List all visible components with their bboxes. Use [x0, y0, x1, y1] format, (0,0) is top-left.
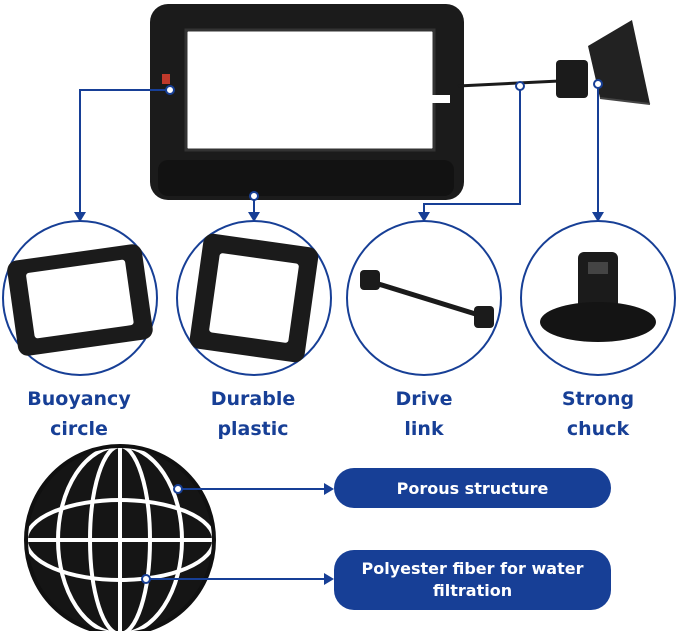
callout-text: filtration — [432, 581, 513, 600]
square-ring-icon — [7, 244, 153, 356]
feature-circle-buoyancy — [2, 220, 158, 376]
feature-label-buoyancy: Buoyancy circle — [4, 384, 154, 444]
feature-label-line: chuck — [566, 418, 630, 440]
feature-circle-chuck — [520, 220, 676, 376]
callout-text: Porous structure — [396, 478, 549, 498]
callout-dots — [165, 79, 603, 201]
bottom-callout-lines — [146, 488, 326, 580]
drive-link-rod-icon — [360, 270, 494, 328]
bottom-callout-arrowheads — [324, 483, 334, 585]
feature-label-drive-link: Drive link — [349, 384, 499, 444]
feature-label-line: plastic — [217, 418, 289, 440]
callout-connector-lines — [79, 84, 599, 214]
callout-polyester-fiber: Polyester fiber for water filtration — [334, 550, 611, 610]
feature-label-line: circle — [50, 418, 108, 440]
suction-cup-icon — [540, 252, 656, 342]
feeding-ring-product-image — [150, 4, 464, 200]
feature-label-line: link — [404, 418, 444, 440]
square-ring-icon — [189, 233, 319, 363]
callout-porous-structure: Porous structure — [334, 468, 611, 508]
feature-label-chuck: Strong chuck — [523, 384, 673, 444]
feature-circle-durable — [176, 220, 332, 376]
bio-ball-product-image — [24, 444, 216, 631]
callout-arrowheads — [74, 212, 604, 222]
callout-text: Polyester fiber for water — [361, 559, 584, 578]
bottom-callout-dots — [141, 484, 183, 584]
drive-link-and-chuck-image — [457, 20, 651, 105]
feature-label-line: Buoyancy — [27, 388, 131, 410]
feature-circle-drive-link — [346, 220, 502, 376]
feature-label-line: Drive — [395, 388, 453, 410]
feature-label-line: Durable — [210, 388, 296, 410]
feature-label-line: Strong — [561, 388, 635, 410]
feature-label-durable: Durable plastic — [178, 384, 328, 444]
